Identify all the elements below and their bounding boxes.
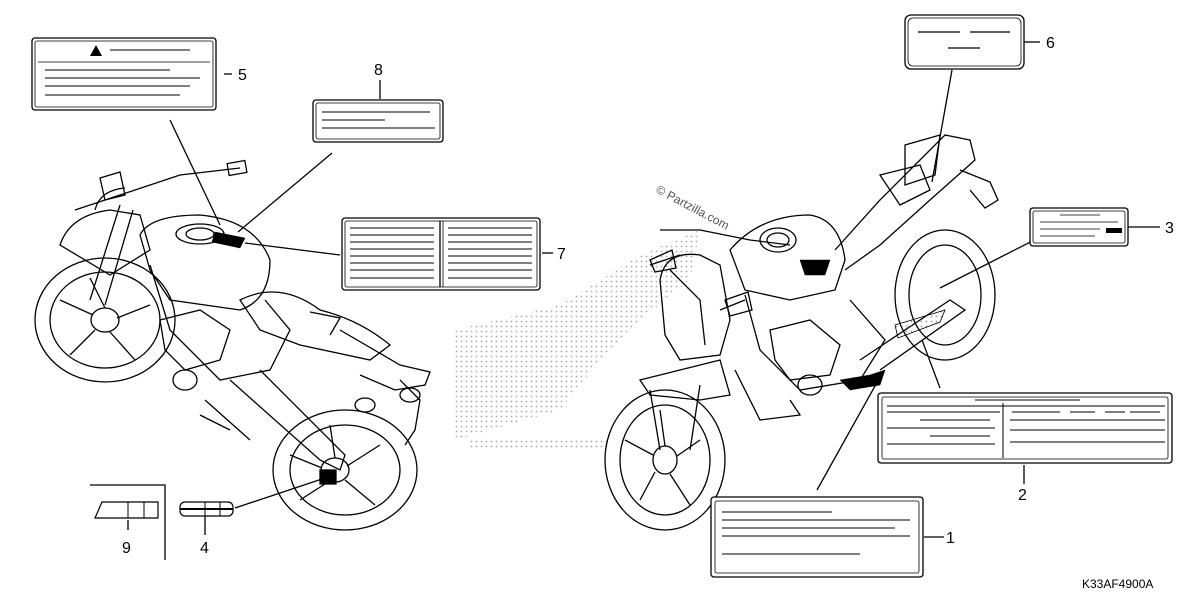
callout-2: 2 bbox=[1018, 487, 1027, 504]
background-wing-logo bbox=[455, 230, 700, 450]
label-1-decal bbox=[710, 496, 924, 578]
label-3-decal bbox=[1029, 207, 1129, 247]
label-4-decal bbox=[179, 501, 234, 517]
warning-triangle-icon bbox=[90, 45, 102, 56]
label-9-decal bbox=[94, 501, 159, 519]
callout-3: 3 bbox=[1165, 220, 1174, 237]
label-2-decal bbox=[877, 392, 1173, 464]
leader-lines bbox=[90, 41, 1160, 560]
label-5-warning-decal bbox=[31, 37, 217, 111]
watermark-text: © Partzilla.com bbox=[654, 182, 732, 232]
callout-7: 7 bbox=[557, 246, 566, 263]
left-motorcycle-illustration bbox=[34, 159, 431, 531]
callout-9: 9 bbox=[122, 540, 131, 557]
label-7-decal bbox=[341, 217, 541, 291]
callout-8: 8 bbox=[374, 62, 383, 79]
callout-1: 1 bbox=[946, 530, 955, 547]
callout-4: 4 bbox=[200, 540, 209, 557]
right-motorcycle-illustration bbox=[604, 134, 999, 531]
diagram-code: K33AF4900A bbox=[1082, 577, 1153, 591]
callout-5: 5 bbox=[238, 67, 247, 84]
label-6-decal bbox=[904, 14, 1025, 70]
label-8-decal bbox=[312, 99, 444, 143]
callout-6: 6 bbox=[1046, 35, 1055, 52]
